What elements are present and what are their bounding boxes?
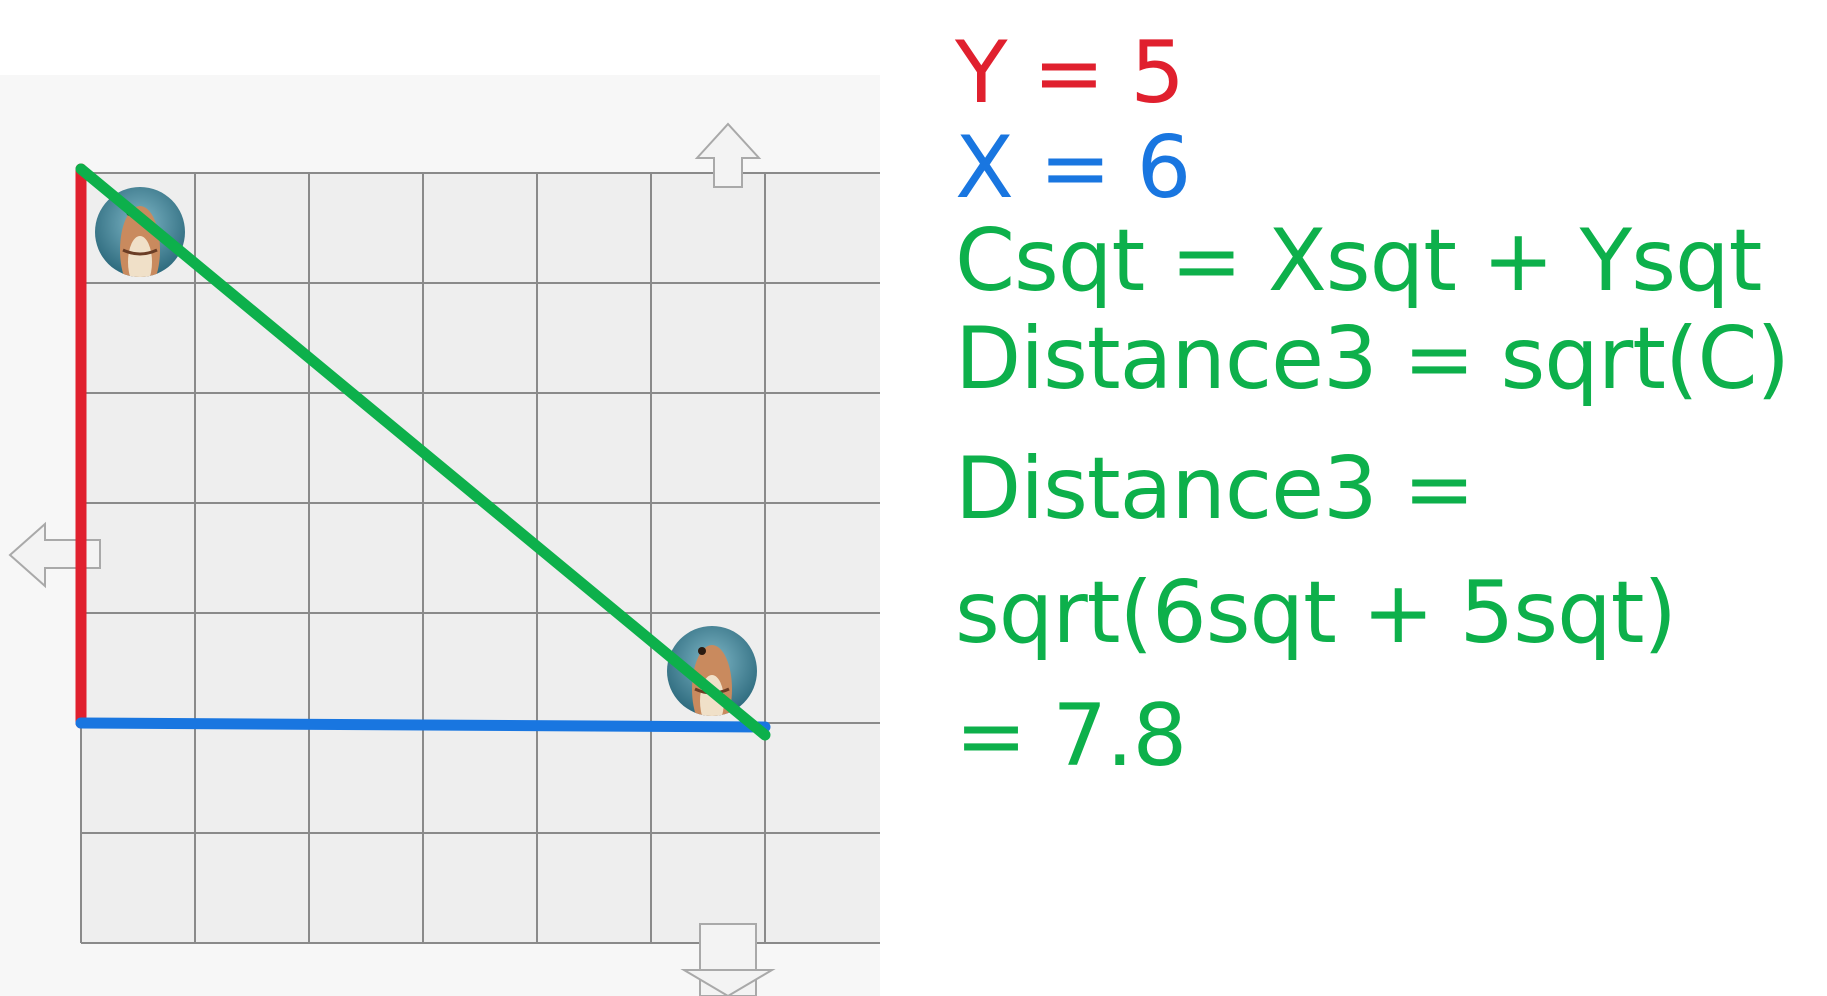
c-formula-label: Csqt = Xsqt + Ysqt <box>955 211 1762 311</box>
arrow-up-icon[interactable] <box>694 122 762 188</box>
distance-expression-label: sqrt(6sqt + 5sqt) <box>955 563 1677 663</box>
y-value-label: Y = 5 <box>955 23 1185 123</box>
arrow-left-icon[interactable] <box>8 521 101 589</box>
fish-avatar-icon[interactable] <box>95 187 185 294</box>
grid-area <box>81 173 880 943</box>
arrow-down-icon[interactable] <box>680 923 776 996</box>
distance-label: Distance3 = <box>955 439 1475 539</box>
fish-avatar-icon[interactable] <box>667 626 757 733</box>
x-value-label: X = 6 <box>955 118 1191 218</box>
distance-formula-label: Distance3 = sqrt(C) <box>955 309 1790 409</box>
hypotenuse-line <box>75 163 771 741</box>
distance-result-label: = 7.8 <box>955 686 1187 786</box>
x-side-line <box>75 717 771 733</box>
